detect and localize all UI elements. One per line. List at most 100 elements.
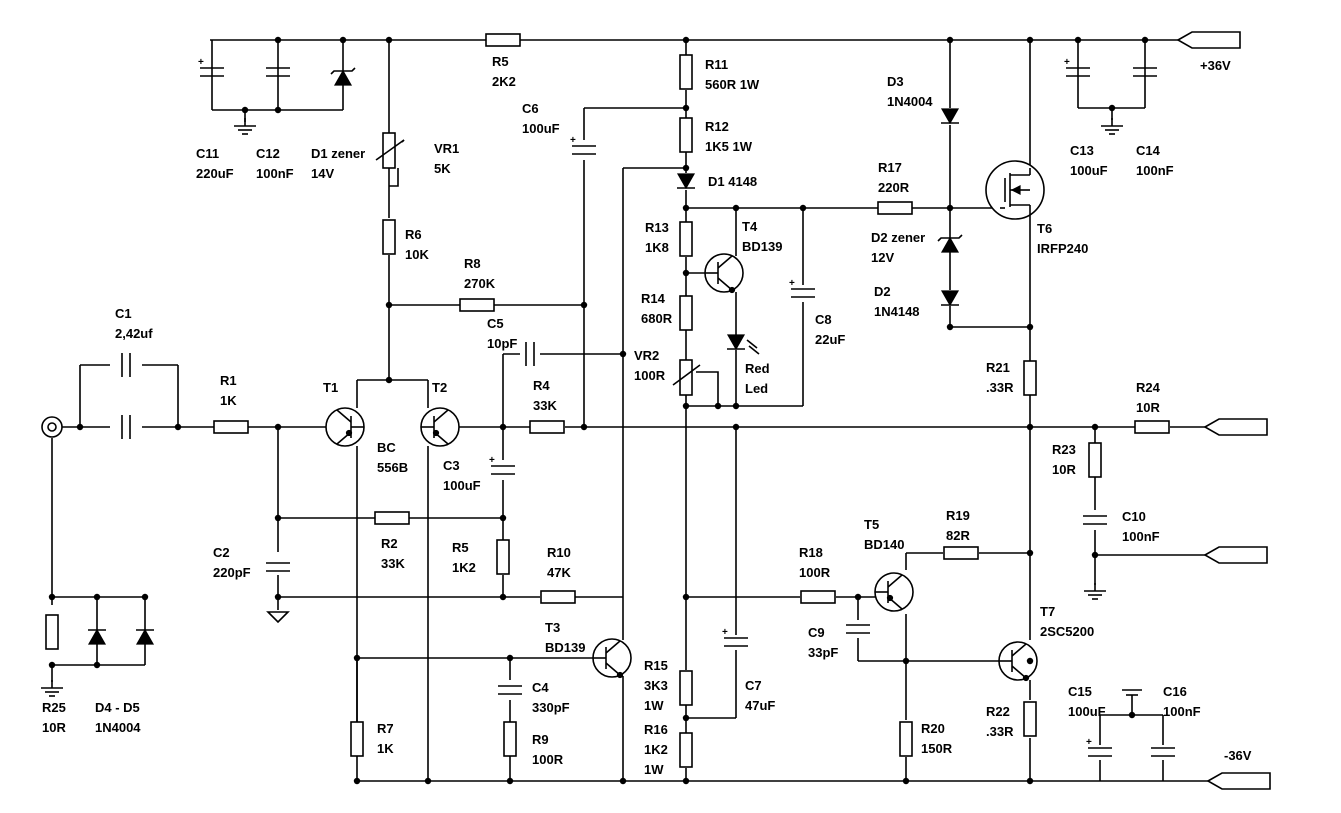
label-c1-line-1: C1 (115, 306, 132, 321)
label-r24-line-1: R24 (1136, 380, 1161, 395)
label-t6-line-1: T6 (1037, 221, 1052, 236)
r16-resistor (679, 732, 693, 768)
junction-dot (1074, 36, 1082, 44)
label-r13-line-1: R13 (645, 220, 669, 235)
label-c16-line-1: C16 (1163, 684, 1187, 699)
junction-dot (682, 402, 690, 410)
junction-dot (682, 269, 690, 277)
label-t4-line-2: BD139 (742, 239, 782, 254)
d1-zener-diode (330, 67, 356, 86)
t4-transistor (704, 253, 744, 294)
junction-dot (946, 36, 954, 44)
junction-dot (682, 777, 690, 785)
label-r20-line-2: 150R (921, 741, 953, 756)
svg-text:+: + (489, 455, 495, 466)
r13-resistor (679, 221, 693, 257)
label-plus36: +36V (1200, 58, 1231, 73)
label-r10-line-2: 47K (547, 565, 571, 580)
junction-dot (353, 777, 361, 785)
c7-capacitor: + (722, 627, 748, 647)
junction-dot (424, 777, 432, 785)
ground-symbol (234, 118, 256, 135)
label-r5b-line-1: R5 (452, 540, 469, 555)
c1-capacitor-top (121, 353, 131, 377)
label-r14-line-2: 680R (641, 311, 673, 326)
r7-resistor (350, 721, 364, 757)
label-r8-line-1: R8 (464, 256, 481, 271)
label-c6-line-2: 100uF (522, 121, 560, 136)
junction-dot (714, 402, 722, 410)
label-r1-line-2: 1K (220, 393, 237, 408)
r4-resistor (529, 420, 565, 434)
r11-resistor (679, 54, 693, 90)
junction-dot (241, 106, 249, 114)
junction-dot (385, 376, 393, 384)
label-r16-line-3: 1W (644, 762, 664, 777)
ground-symbol-out (1084, 583, 1106, 600)
label-r14-line-1: R14 (641, 291, 666, 306)
junction-dot (93, 661, 101, 669)
label-c2-line-1: C2 (213, 545, 230, 560)
c1-capacitor-bottom (121, 415, 131, 439)
label-r23-line-2: 10R (1052, 462, 1076, 477)
label-c5-line-2: 10pF (487, 336, 517, 351)
junction-dot (274, 36, 282, 44)
label-c8-line-2: 22uF (815, 332, 845, 347)
junction-dot (274, 423, 282, 431)
label-r1-line-1: R1 (220, 373, 237, 388)
junction-dot (1026, 549, 1034, 557)
output-terminal (1203, 418, 1268, 436)
c6-capacitor: + (570, 135, 596, 155)
junction-dot (339, 36, 347, 44)
label-r21-line-1: R21 (986, 360, 1010, 375)
label-r19-line-2: 82R (946, 528, 970, 543)
junction-dots (48, 36, 1149, 785)
label-r17-line-1: R17 (878, 160, 902, 175)
r17-resistor (877, 201, 913, 215)
junction-dot (732, 423, 740, 431)
junction-dot (682, 593, 690, 601)
junction-dot (274, 514, 282, 522)
c14-capacitor (1133, 67, 1157, 77)
label-bc-line-2: 556B (377, 460, 408, 475)
label-r5a-line-2: 2K2 (492, 74, 516, 89)
r19-resistor (943, 546, 979, 560)
r22-resistor (1023, 701, 1037, 737)
components: +++++++ (41, 31, 1271, 790)
label-d1: D1 4148 (708, 174, 757, 189)
r12-resistor (679, 117, 693, 153)
label-r14: R14 680R (641, 291, 673, 326)
r2-resistor (374, 511, 410, 525)
label-r23-line-1: R23 (1052, 442, 1076, 457)
junction-dot (93, 593, 101, 601)
label-c3-line-1: C3 (443, 458, 460, 473)
junction-dot (76, 423, 84, 431)
label-d2z-line-1: D2 zener (871, 230, 925, 245)
label-t7-line-1: T7 (1040, 604, 1055, 619)
label-d2z-line-2: 12V (871, 250, 894, 265)
junction-dot (499, 423, 507, 431)
svg-text:+: + (198, 57, 204, 68)
junction-dot (1108, 104, 1116, 112)
junction-dot (682, 104, 690, 112)
junction-dot (353, 654, 361, 662)
label-r7-line-1: R7 (377, 721, 394, 736)
svg-text:+: + (1064, 57, 1070, 68)
label-r19-line-1: R19 (946, 508, 970, 523)
label-t1-line-1: T1 (323, 380, 338, 395)
label-c9-line-2: 33pF (808, 645, 838, 660)
junction-dot (682, 36, 690, 44)
label-c15-line-2: 100uF (1068, 704, 1106, 719)
